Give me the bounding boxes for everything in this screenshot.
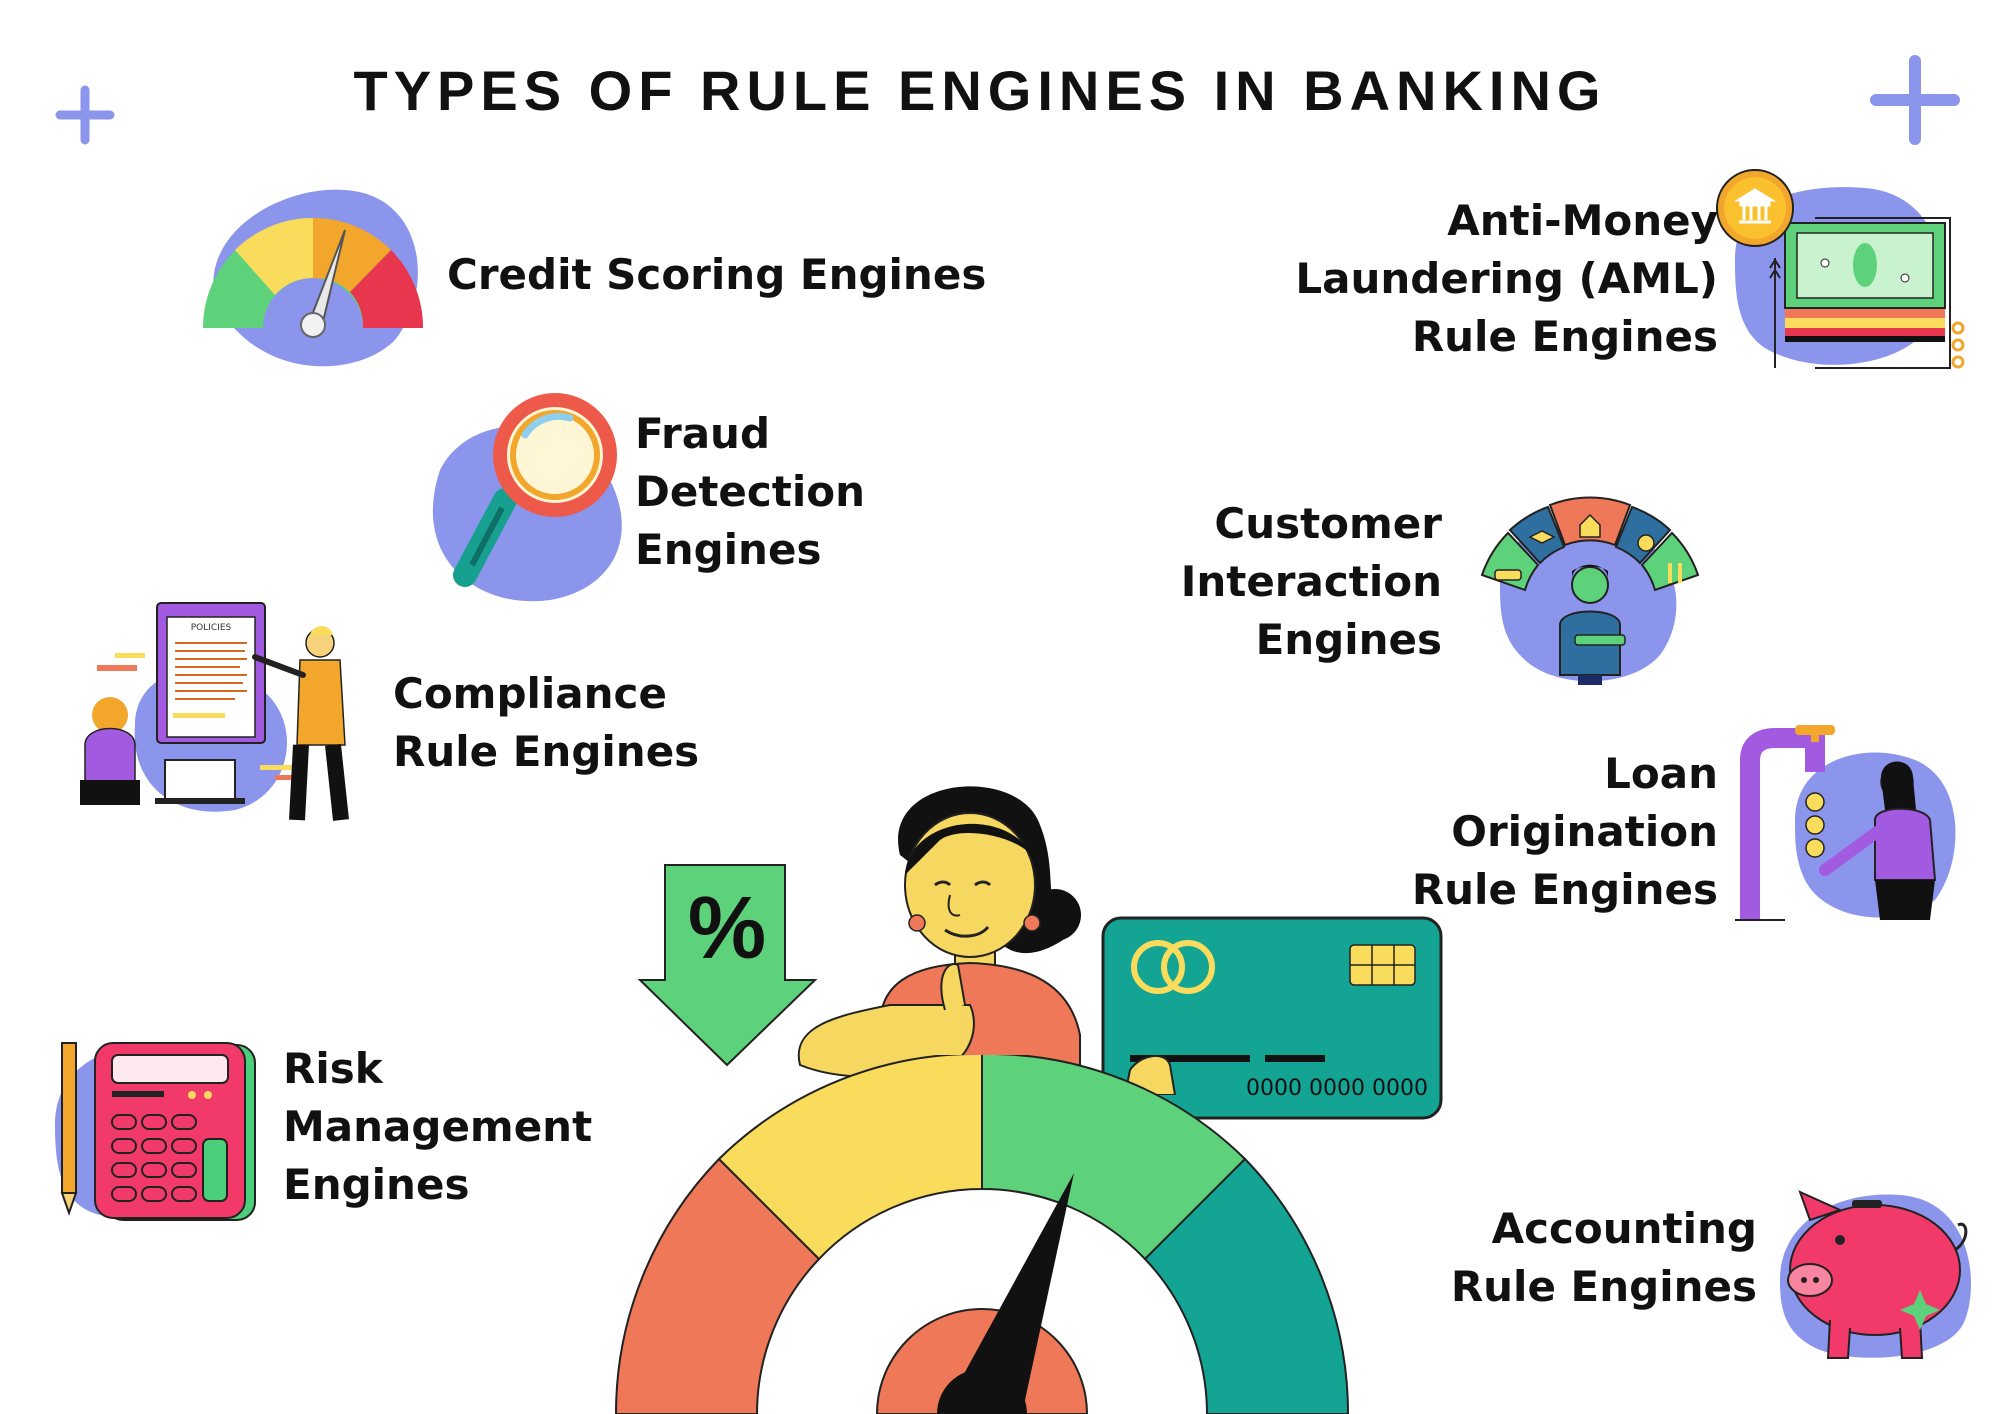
plus-icon: [1870, 55, 1960, 145]
customer-services-icon: [1480, 496, 1700, 685]
plus-icon: [55, 85, 115, 145]
woman-thumbs-up-icon: [797, 786, 1177, 1095]
label-aml: Anti-Money Laundering (AML) Rule Engines: [1295, 196, 1718, 361]
label-accounting: Accounting Rule Engines: [1450, 1204, 1757, 1311]
label-customer-interaction: Customer Interaction Engines: [1180, 499, 1442, 664]
page-title: TYPES OF RULE ENGINES IN BANKING: [353, 59, 1607, 122]
gauge-icon: [203, 189, 424, 367]
calculator-icon: [55, 1042, 256, 1221]
money-bank-icon: [1716, 169, 1965, 369]
credit-card-icon: 0000 0000 0000: [1101, 916, 1443, 1120]
svg-text:POLICIES: POLICIES: [191, 623, 232, 633]
down-arrow-percent-icon: %: [637, 864, 818, 1067]
piggy-bank-icon: [1780, 1190, 1972, 1359]
credit-gauge-icon: [614, 1055, 1350, 1414]
label-fraud-detection: Fraud Detection Engines: [635, 409, 866, 574]
label-loan-origination: Loan Origination Rule Engines: [1411, 749, 1718, 914]
policies-board-icon: POLICIES: [80, 602, 349, 821]
label-risk-management: Risk Management Engines: [283, 1044, 593, 1209]
label-credit-scoring: Credit Scoring Engines: [447, 250, 987, 299]
percent-symbol: %: [688, 878, 766, 977]
label-compliance: Compliance Rule Engines: [393, 669, 700, 776]
magnifier-icon: [432, 393, 622, 602]
coin-tap-icon: [1735, 725, 1956, 921]
card-number: 0000 0000 0000: [1246, 1076, 1428, 1101]
